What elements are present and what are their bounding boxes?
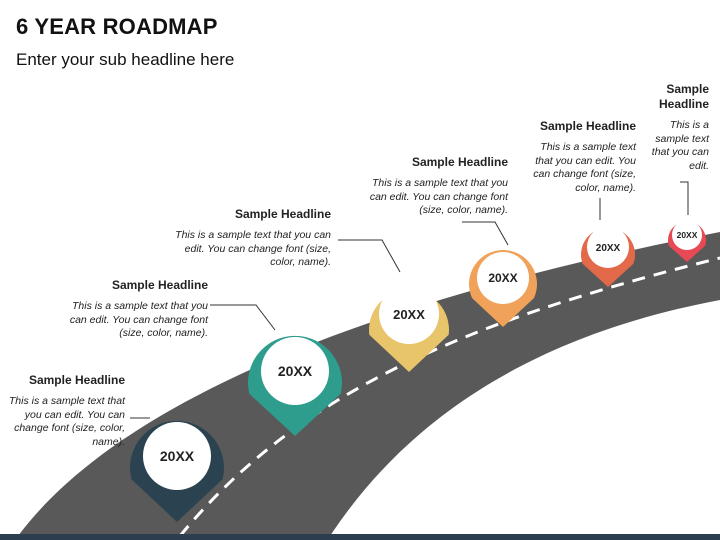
bottom-accent-bar — [0, 534, 720, 540]
pin-1: 20XX — [130, 420, 224, 522]
pin-5: 20XX — [581, 226, 635, 287]
callout-1-body: This is a sample text that you can edit.… — [8, 395, 125, 448]
leader-line-6 — [680, 181, 689, 215]
callout-3: Sample Headline This is a sample text th… — [171, 207, 331, 270]
pin-2: 20XX — [248, 335, 342, 436]
callout-2: Sample Headline This is a sample text th… — [58, 278, 208, 341]
leader-line-3 — [338, 239, 401, 273]
pin-3-inner-circle — [379, 284, 439, 344]
callout-5: Sample Headline This is a sample text th… — [524, 119, 636, 195]
callout-3-headline: Sample Headline — [234, 207, 331, 221]
pin-2-inner-circle — [261, 337, 329, 405]
callout-5-headline: Sample Headline — [539, 119, 636, 133]
road-center-dashes — [178, 256, 720, 537]
callout-6: Sample Headline This is a sample text th… — [647, 82, 709, 173]
callout-2-body: This is a sample text that you can edit.… — [69, 300, 208, 339]
callout-3-body: This is a sample text that you can edit.… — [175, 229, 331, 268]
leader-lines — [130, 181, 689, 419]
pin-3-year: 20XX — [393, 307, 425, 322]
pin-2-year: 20XX — [278, 363, 313, 379]
pin-5-year: 20XX — [596, 243, 621, 254]
pin-4-inner-circle — [477, 252, 529, 304]
callout-6-headline: Sample Headline — [658, 82, 709, 111]
pin-4-year: 20XX — [488, 271, 517, 285]
callout-1-headline: Sample Headline — [28, 373, 125, 387]
pin-4: 20XX — [469, 250, 537, 327]
page-title: 6 YEAR ROADMAP — [16, 14, 218, 39]
pin-6: 20XX — [668, 220, 706, 262]
callout-1: Sample Headline This is a sample text th… — [0, 373, 125, 449]
callout-4-body: This is a sample text that you can edit.… — [369, 177, 508, 216]
callout-4-headline: Sample Headline — [411, 155, 508, 169]
page-subtitle: Enter your sub headline here — [16, 50, 235, 69]
pin-3: 20XX — [369, 284, 449, 372]
pin-5-inner-circle — [587, 226, 629, 268]
pin-1-year: 20XX — [160, 448, 195, 464]
leader-line-2 — [210, 304, 276, 331]
callout-2-headline: Sample Headline — [111, 278, 208, 292]
leader-line-4 — [462, 221, 509, 246]
pin-6-year: 20XX — [677, 230, 698, 240]
callout-4: Sample Headline This is a sample text th… — [358, 155, 508, 218]
pin-1-inner-circle — [143, 422, 211, 490]
callout-5-body: This is a sample text that you can edit.… — [533, 141, 636, 194]
pin-6-inner-circle — [672, 220, 702, 250]
callout-6-body: This is a sample text that you can edit. — [651, 119, 709, 172]
